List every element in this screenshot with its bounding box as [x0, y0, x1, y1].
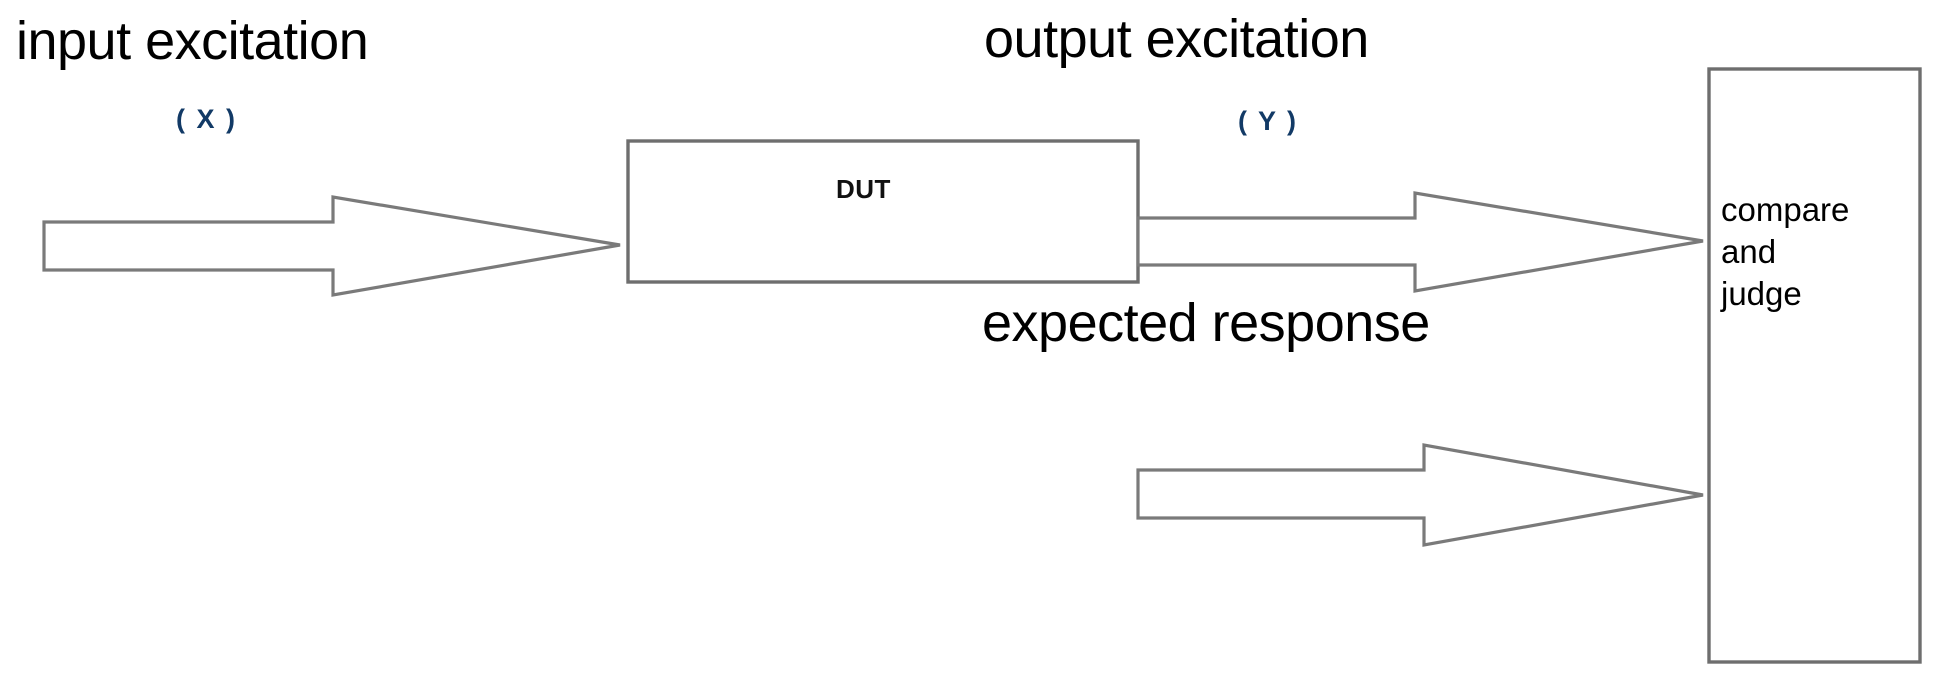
dut-block-rect	[626, 139, 1140, 284]
input-variable-label: ( X )	[176, 104, 237, 134]
output-variable-label: ( Y )	[1238, 106, 1299, 136]
comparator-line-1: compare	[1721, 191, 1850, 228]
expected-response-arrow-shape	[1136, 443, 1704, 547]
dut-block-label: DUT	[836, 174, 891, 204]
comparator-block-rect	[1707, 67, 1922, 664]
comparator-line-2: and	[1721, 233, 1777, 270]
input-excitation-label: input excitation	[16, 11, 369, 71]
output-arrow-shape	[1136, 191, 1704, 293]
input-arrow-shape	[42, 195, 621, 297]
output-excitation-label: output excitation	[984, 9, 1369, 69]
comparator-line-3: judge	[1721, 275, 1802, 312]
expected-response-label: expected response	[982, 293, 1430, 353]
